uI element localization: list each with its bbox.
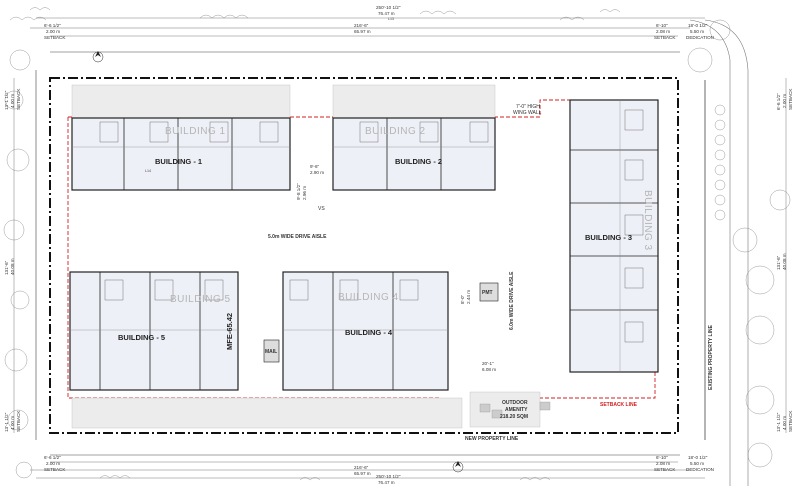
left-bottom-setback-ft: 13'-1 1/2" bbox=[4, 412, 9, 432]
drive-aisle-horizontal-label: 5.0m WIDE DRIVE AISLE bbox=[268, 234, 327, 240]
right-bottom-setback-m: 4.00 m bbox=[782, 416, 787, 430]
bottom-left-setback-m: 2.00 m bbox=[46, 461, 60, 466]
right-bottom-setback-ft: 13'-1 1/2" bbox=[776, 412, 781, 432]
building-5-ghost-label: BUILDING 5 bbox=[170, 294, 231, 305]
property-boundary bbox=[49, 77, 679, 434]
tree-column-right bbox=[714, 104, 726, 221]
new-property-line-label: NEW PROPERTY LINE bbox=[465, 436, 519, 442]
top-dimensions: 250'-10 1/2" 76.47 m 216'-6" 65.97 m 6'-… bbox=[36, 5, 714, 40]
top-overall-m: 76.47 m bbox=[378, 11, 395, 16]
left-mid-m: 40.08 m bbox=[10, 258, 15, 275]
drive-aisle-vertical-label: 6.0m WIDE DRIVE AISLE bbox=[509, 271, 515, 330]
outdoor-amenity-line-2: AMENITY bbox=[505, 407, 528, 413]
right-mid-m: 40.08 m bbox=[782, 253, 787, 270]
right-top-setback-m: 2.00 m bbox=[782, 94, 787, 108]
pmt-label: PMT bbox=[482, 290, 493, 296]
section-marker-icon bbox=[452, 461, 464, 473]
building-1-ghost-label: BUILDING 1 bbox=[165, 126, 226, 137]
building-3-ghost-label: BUILDING 3 bbox=[642, 190, 653, 251]
building-4-label: BUILDING - 4 bbox=[345, 328, 393, 337]
building-5-label: BUILDING - 5 bbox=[118, 333, 165, 342]
top-left-setback-label: SETBACK bbox=[44, 35, 66, 40]
top-dedication-m: 5.50 m bbox=[690, 29, 704, 34]
top-right-setback-label: SETBACK bbox=[654, 35, 676, 40]
patio-hatching bbox=[71, 84, 541, 429]
building-1: BUILDING 1 BUILDING - 1 bbox=[71, 117, 291, 191]
wing-wall-line-2: WING WALL bbox=[513, 110, 542, 116]
lot-dim-m: 6.08 m bbox=[482, 367, 496, 372]
left-top-setback-label: SETBACK bbox=[16, 88, 21, 110]
left-dimensions: 13'-1 1/2" 4.00 m SETBACK 131'-6" 40.08 … bbox=[4, 78, 21, 433]
bottom-dedication-m: 5.50 m bbox=[690, 461, 704, 466]
bottom-overall-ft: 250'-10 1/2" bbox=[376, 474, 401, 479]
top-left-setback-ft: 6'-6 1/2" bbox=[44, 23, 61, 28]
building-4-ghost-label: BUILDING 4 bbox=[338, 292, 399, 303]
bottom-dimensions: 216'-6" 65.97 m 250'-10 1/2" 76.47 m 6'-… bbox=[36, 455, 714, 485]
building-2: BUILDING 2 BUILDING - 2 bbox=[332, 117, 496, 191]
road-curb-lines bbox=[30, 19, 749, 486]
l13-tag-top: L13 bbox=[388, 17, 394, 21]
bottom-right-setback-m: 2.08 m bbox=[656, 461, 670, 466]
building-3: BUILDING 3 BUILDING - 3 bbox=[569, 99, 659, 373]
right-bottom-setback-label: SETBACK bbox=[788, 410, 793, 432]
outdoor-amenity-area: 218.20 SQM bbox=[500, 414, 528, 420]
building-2-ghost-label: BUILDING 2 bbox=[365, 126, 426, 137]
bottom-dedication-ft: 18'-0 1/2" bbox=[688, 455, 708, 460]
walk-dim-m: 2.44 m bbox=[466, 290, 471, 304]
aisle-dim-ft: 9'-8 1/2" bbox=[296, 183, 301, 200]
left-mid-ft: 131'-6" bbox=[4, 260, 9, 275]
gap-dim-ft: 9'-6" bbox=[310, 164, 320, 169]
mfe-label: MFE-65.42 bbox=[225, 313, 234, 350]
pmt-structure bbox=[479, 282, 499, 302]
bottom-left-setback-ft: 6'-6 1/2" bbox=[44, 455, 61, 460]
north-arrow-icon bbox=[92, 51, 104, 63]
bottom-dedication-label: DEDICATION bbox=[686, 467, 714, 472]
top-right-setback-ft: 6'-10" bbox=[656, 23, 668, 28]
outdoor-amenity: OUTDOOR AMENITY 218.20 SQM bbox=[479, 400, 551, 420]
setback-line-label: SETBACK LINE bbox=[600, 402, 638, 408]
top-dedication-ft: 18'-0 1/2" bbox=[688, 23, 708, 28]
bottom-inner-m: 65.97 m bbox=[354, 471, 371, 476]
mail-structure bbox=[263, 339, 280, 363]
top-right-setback-m: 2.08 m bbox=[656, 29, 670, 34]
outdoor-amenity-line-1: OUTDOOR bbox=[502, 400, 528, 406]
l14-tag: L14 bbox=[145, 169, 151, 173]
wing-wall-line-1: 7'-0" HIGH bbox=[516, 104, 540, 110]
aisle-dim-m: 2.96 m bbox=[302, 186, 307, 200]
gap-dim-m: 2.90 m bbox=[310, 170, 324, 175]
lot-dim-ft: 20'-1" bbox=[482, 361, 494, 366]
top-inner-ft: 216'-6" bbox=[354, 23, 369, 28]
building-2-label: BUILDING - 2 bbox=[395, 157, 442, 166]
bottom-overall-m: 76.47 m bbox=[378, 480, 395, 485]
left-top-setback-m: 4.00 m bbox=[10, 94, 15, 108]
bottom-right-setback-ft: 6'-10" bbox=[656, 455, 668, 460]
left-bottom-setback-m: 4.00 m bbox=[10, 416, 15, 430]
bottom-right-setback-label: SETBACK bbox=[654, 467, 676, 472]
right-top-setback-label: SETBACK bbox=[788, 88, 793, 110]
top-overall-ft: 250'-10 1/2" bbox=[376, 5, 401, 10]
existing-property-line-label: EXISTING PROPERTY LINE bbox=[708, 324, 714, 390]
top-left-setback-m: 2.00 m bbox=[46, 29, 60, 34]
top-dedication-label: DEDICATION bbox=[686, 35, 714, 40]
building-1-label: BUILDING - 1 bbox=[155, 157, 202, 166]
right-dimensions: 6'-6 1/2" 2.00 m SETBACK 131'-6" 40.08 m… bbox=[776, 78, 793, 433]
vs-label: VS bbox=[318, 206, 325, 212]
mail-label: MAIL bbox=[265, 349, 277, 355]
top-inner-m: 65.97 m bbox=[354, 29, 371, 34]
left-top-setback-ft: 13'-1 1/2" bbox=[4, 90, 9, 110]
walk-dim-ft: 8'-0" bbox=[460, 294, 465, 304]
bottom-inner-ft: 216'-6" bbox=[354, 465, 369, 470]
right-top-setback-ft: 6'-6 1/2" bbox=[776, 93, 781, 110]
bottom-left-setback-label: SETBACK bbox=[44, 467, 66, 472]
right-mid-ft: 131'-6" bbox=[776, 255, 781, 270]
building-5: BUILDING 5 BUILDING - 5 MFE-65.42 bbox=[69, 271, 239, 391]
building-4: BUILDING 4 BUILDING - 4 bbox=[282, 271, 449, 391]
left-bottom-setback-label: SETBACK bbox=[16, 410, 21, 432]
building-3-label: BUILDING - 3 bbox=[585, 233, 632, 242]
